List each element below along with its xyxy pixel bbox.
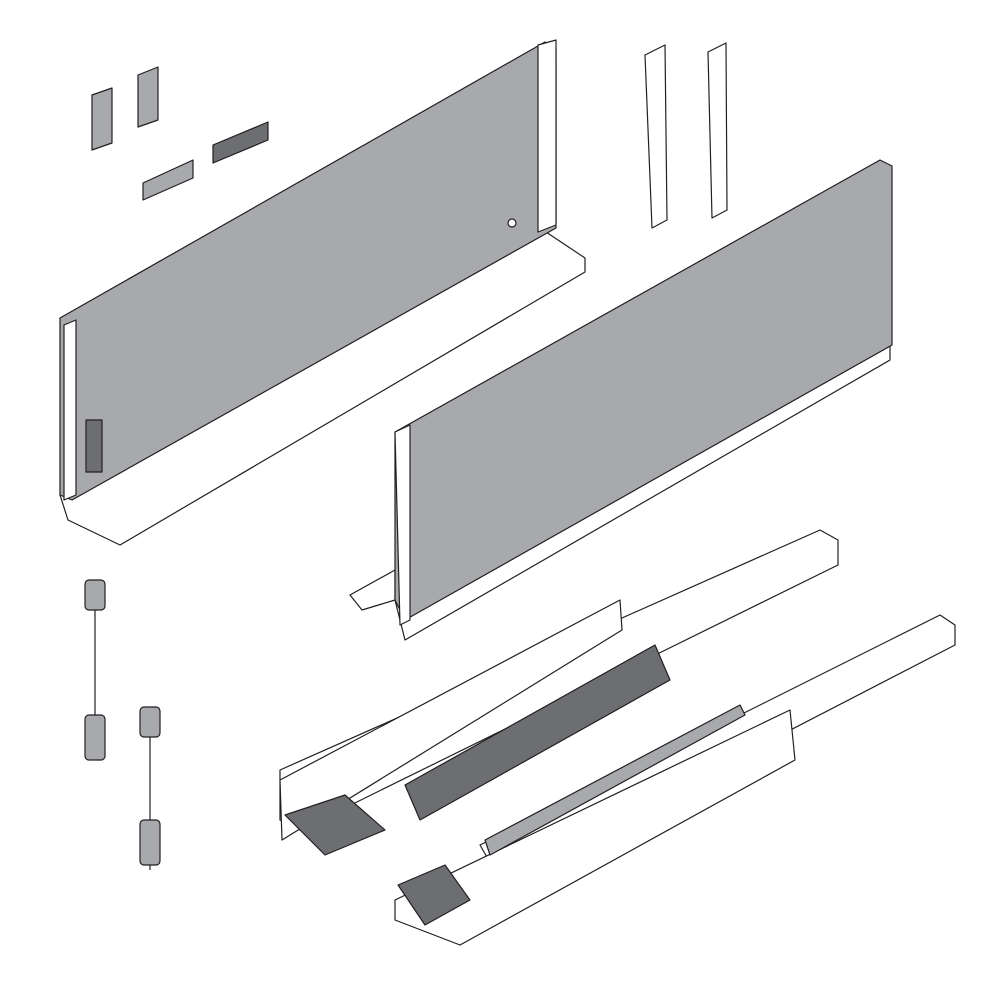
cap-2 [137,66,159,128]
spring-coil-1a [84,579,106,611]
right-panel-foot [349,569,396,611]
left-panel-front-edge [537,39,557,233]
spring-coil-2a [139,706,161,738]
lower-runner-locking-device [397,864,471,926]
stabilizer-springs [84,579,161,870]
rear-brackets [644,42,728,229]
right-side-panel [349,159,893,641]
left-panel-connector [85,419,103,473]
rear-bracket-left [644,44,668,229]
runner-upper [279,529,839,856]
upper-runner-locking-device [284,794,386,856]
cap-3 [142,159,194,201]
left-panel-rear-edge [63,319,77,501]
panel-screw-icon [507,218,517,228]
lower-runner-inner-strip [484,704,746,856]
right-panel-rear-edge [394,424,411,626]
lower-runner-body [394,709,796,946]
spring-coil-1b [84,714,106,761]
upper-runner-damper [404,644,671,821]
cap-1 [91,87,113,151]
right-panel-face [394,159,893,621]
left-panel-face [59,41,557,501]
cover-caps [91,66,269,201]
left-side-panel [59,39,586,546]
runner-lower [394,614,956,946]
rear-bracket-right [707,42,728,219]
cap-4 [212,121,269,164]
upper-runner-body [279,599,623,841]
spring-coil-2b [139,819,161,866]
